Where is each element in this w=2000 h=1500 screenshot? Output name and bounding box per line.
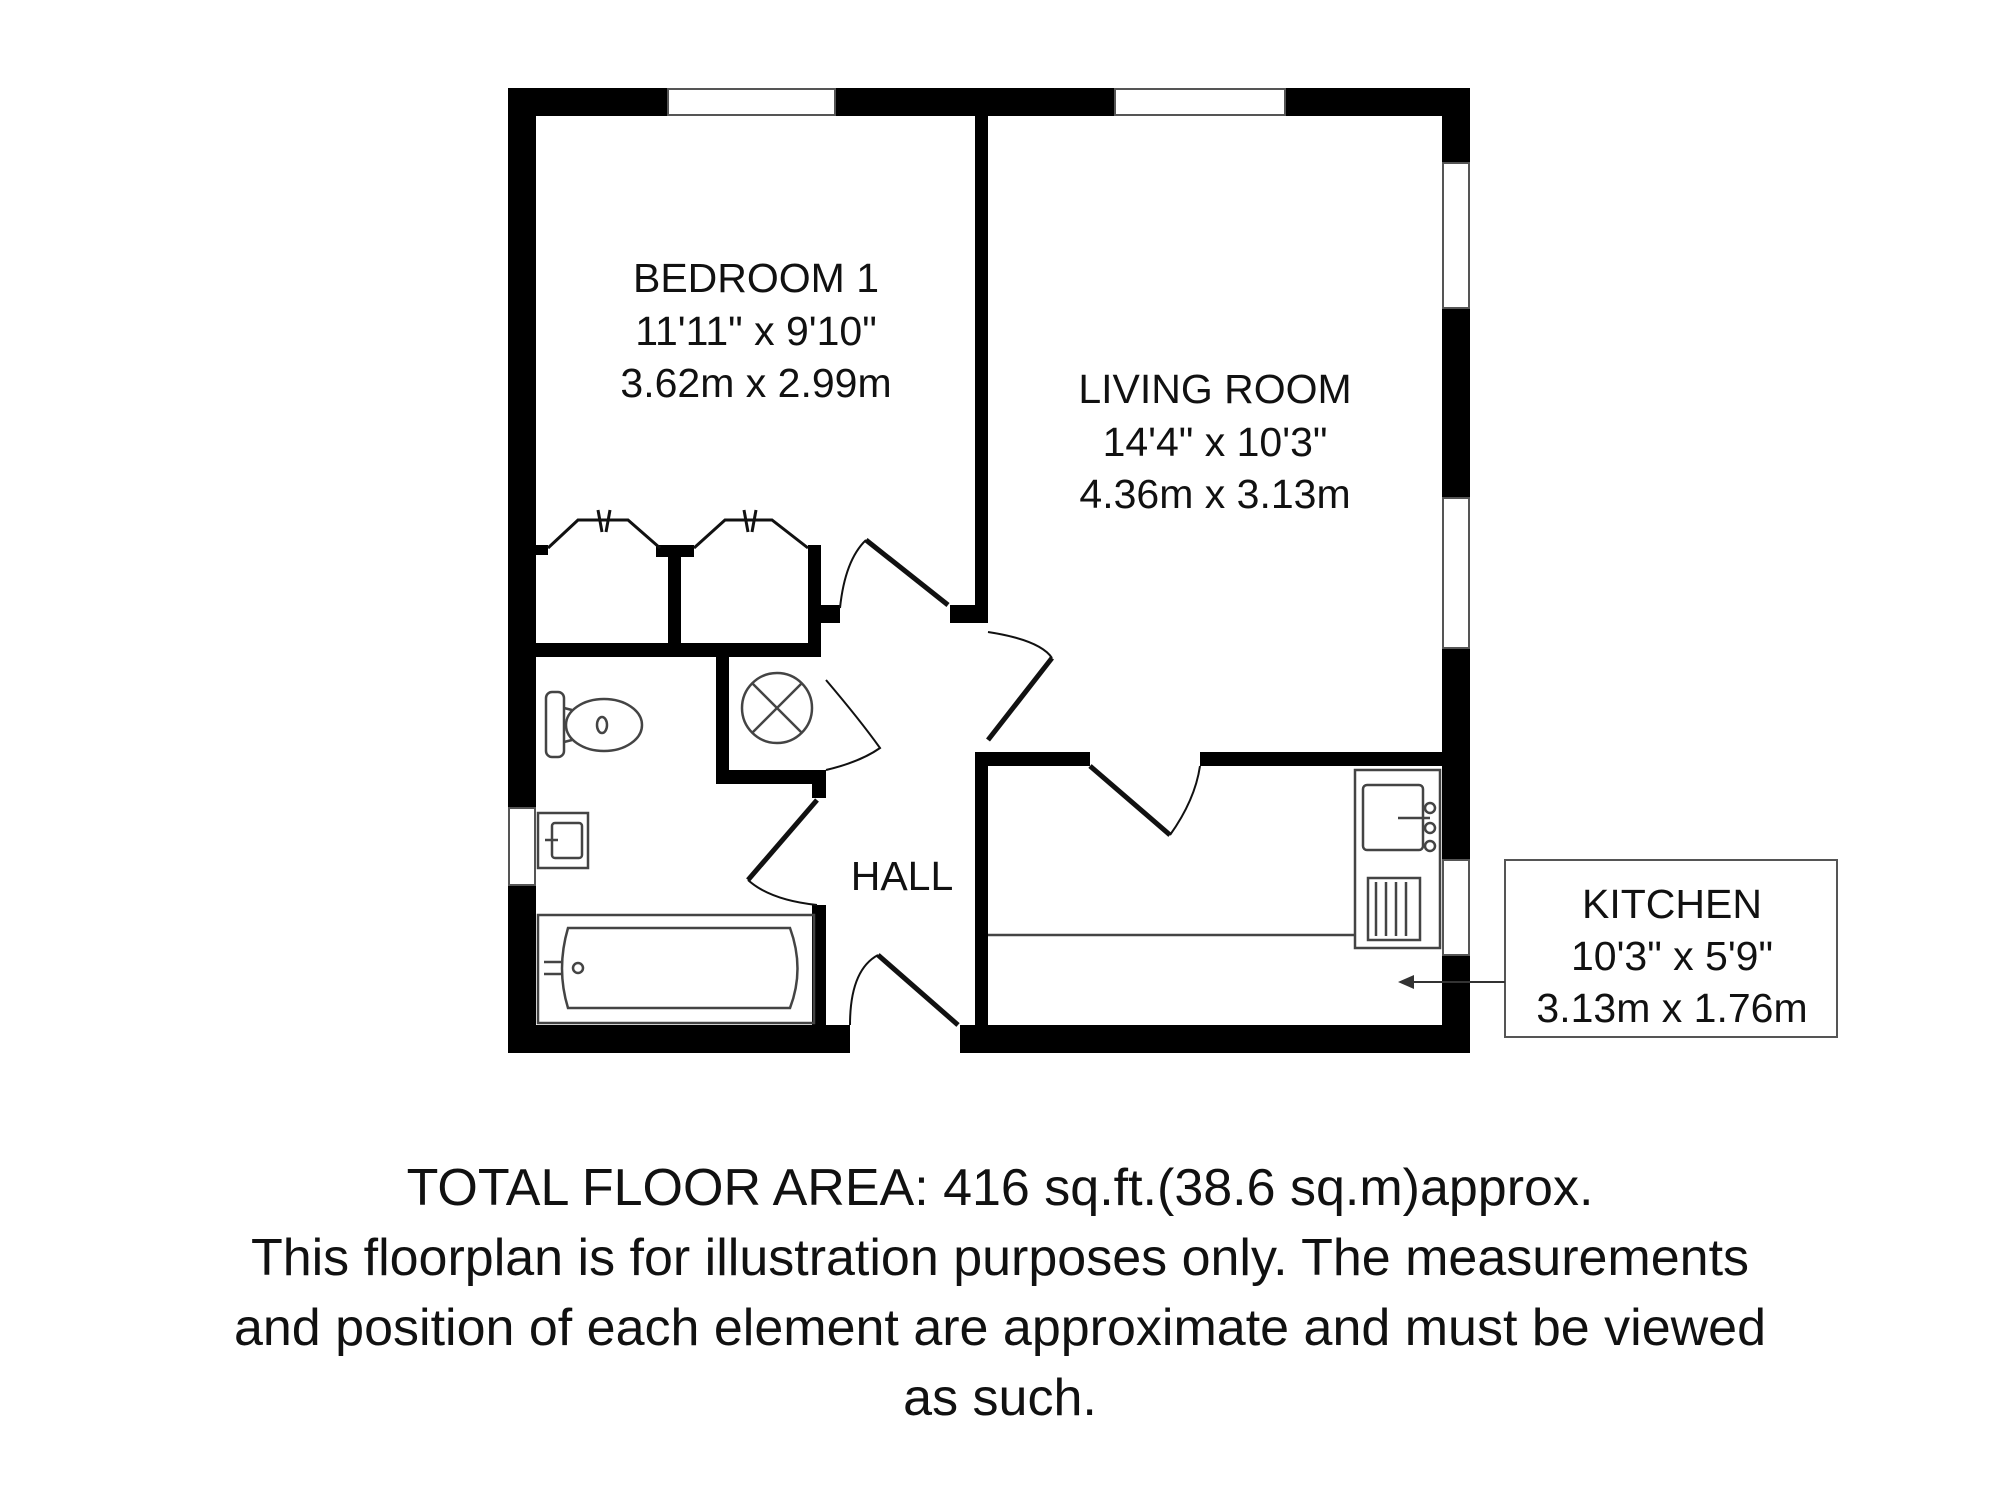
door-bathroom-swing — [747, 879, 818, 906]
living-name: LIVING ROOM — [1078, 366, 1351, 412]
door-front-swing — [849, 954, 879, 1026]
wall-bedroom-living — [975, 116, 988, 616]
window-living-right-1 — [1442, 162, 1470, 309]
wall-hall-left-stub — [808, 605, 840, 623]
wardrobe-2-hinge-b — [750, 509, 758, 533]
wardrobe-1-doors — [546, 518, 661, 550]
doors — [746, 538, 1201, 1027]
wall-cupboard-bottom — [716, 770, 826, 784]
wall-right-3 — [1442, 648, 1470, 860]
kitchen-name: KITCHEN — [1582, 881, 1762, 927]
hall-name: HALL — [851, 853, 954, 899]
disclaimer-line-1: This floorplan is for illustration purpo… — [251, 1229, 1749, 1287]
footer: TOTAL FLOOR AREA: 416 sq.ft.(38.6 sq.m)a… — [234, 1159, 1766, 1427]
wardrobe-doors — [546, 509, 809, 550]
wall-right-1 — [1442, 88, 1470, 163]
wall-bottom-left — [508, 1025, 850, 1053]
wall-bedroom-bottom — [536, 643, 821, 657]
fixtures — [536, 671, 1442, 1025]
window-living-top — [1114, 88, 1286, 116]
bath-icon — [536, 913, 816, 1025]
wall-cupboard-left — [716, 657, 729, 782]
room-labels: BEDROOM 1 11'11" x 9'10" 3.62m x 2.99m L… — [620, 255, 1807, 1031]
door-kitchen-swing — [1169, 765, 1201, 836]
wardrobe-1-hinge-b — [604, 509, 612, 533]
wall-wardrobe-mid-stub — [656, 545, 694, 557]
windows — [508, 88, 1470, 956]
door-bathroom — [746, 798, 819, 882]
wall-wardrobe-left-stub — [536, 545, 548, 555]
door-kitchen — [1088, 764, 1172, 837]
wall-top-right — [1285, 88, 1470, 116]
window-bedroom — [667, 88, 836, 116]
wardrobe-2-doors — [692, 518, 809, 550]
wall-bath-hall-lower — [812, 770, 826, 798]
disclaimer-line-2: and position of each element are approxi… — [234, 1299, 1766, 1357]
door-cupboard-swing — [825, 679, 882, 771]
interior-walls — [536, 116, 1442, 1038]
window-living-right-2 — [1442, 497, 1470, 649]
door-living — [986, 656, 1054, 742]
boiler-icon — [740, 671, 814, 745]
disclaimer-line-3: as such. — [903, 1369, 1097, 1427]
kitchen-metric: 3.13m x 1.76m — [1536, 985, 1807, 1031]
living-metric: 4.36m x 3.13m — [1079, 471, 1350, 517]
wall-bottom-right — [960, 1025, 1470, 1053]
arrow-left-icon — [1398, 975, 1414, 989]
wall-wardrobe-divider — [668, 548, 681, 643]
bedroom-imperial: 11'11" x 9'10" — [635, 308, 877, 354]
window-kitchen — [1442, 859, 1470, 956]
wall-hall-kitchen — [975, 758, 988, 1038]
window-bathroom — [508, 807, 536, 886]
wardrobe-2-hinge-a — [742, 509, 750, 533]
wardrobe-1-hinge-a — [596, 509, 604, 533]
wall-wardrobe-right — [808, 545, 821, 643]
door-living-swing — [987, 631, 1053, 659]
kitchen-callout — [1398, 859, 1838, 1038]
wall-top-middle — [835, 88, 1115, 116]
wall-living-kitchen-right — [1200, 752, 1442, 766]
wall-left-upper — [508, 88, 536, 808]
door-hall-top — [864, 538, 950, 607]
kitchen-imperial: 10'3" x 5'9" — [1571, 933, 1773, 979]
sink-icon — [1353, 768, 1442, 950]
kitchen-label-box — [1504, 859, 1838, 1038]
exterior-walls — [508, 88, 1470, 1053]
total-floor-area: TOTAL FLOOR AREA: 416 sq.ft.(38.6 sq.m)a… — [407, 1159, 1594, 1217]
toilet-icon — [544, 690, 644, 759]
living-imperial: 14'4" x 10'3" — [1103, 419, 1328, 465]
wall-right-2 — [1442, 308, 1470, 498]
bedroom-metric: 3.62m x 2.99m — [620, 360, 891, 406]
wall-hall-right-stub — [950, 605, 988, 623]
wall-bath-hall-end — [812, 905, 826, 1025]
door-front — [876, 953, 960, 1027]
bedroom-name: BEDROOM 1 — [633, 255, 879, 301]
wall-living-kitchen-left — [975, 752, 1090, 766]
basin-icon — [536, 811, 590, 870]
door-hall-top-swing — [839, 539, 867, 609]
